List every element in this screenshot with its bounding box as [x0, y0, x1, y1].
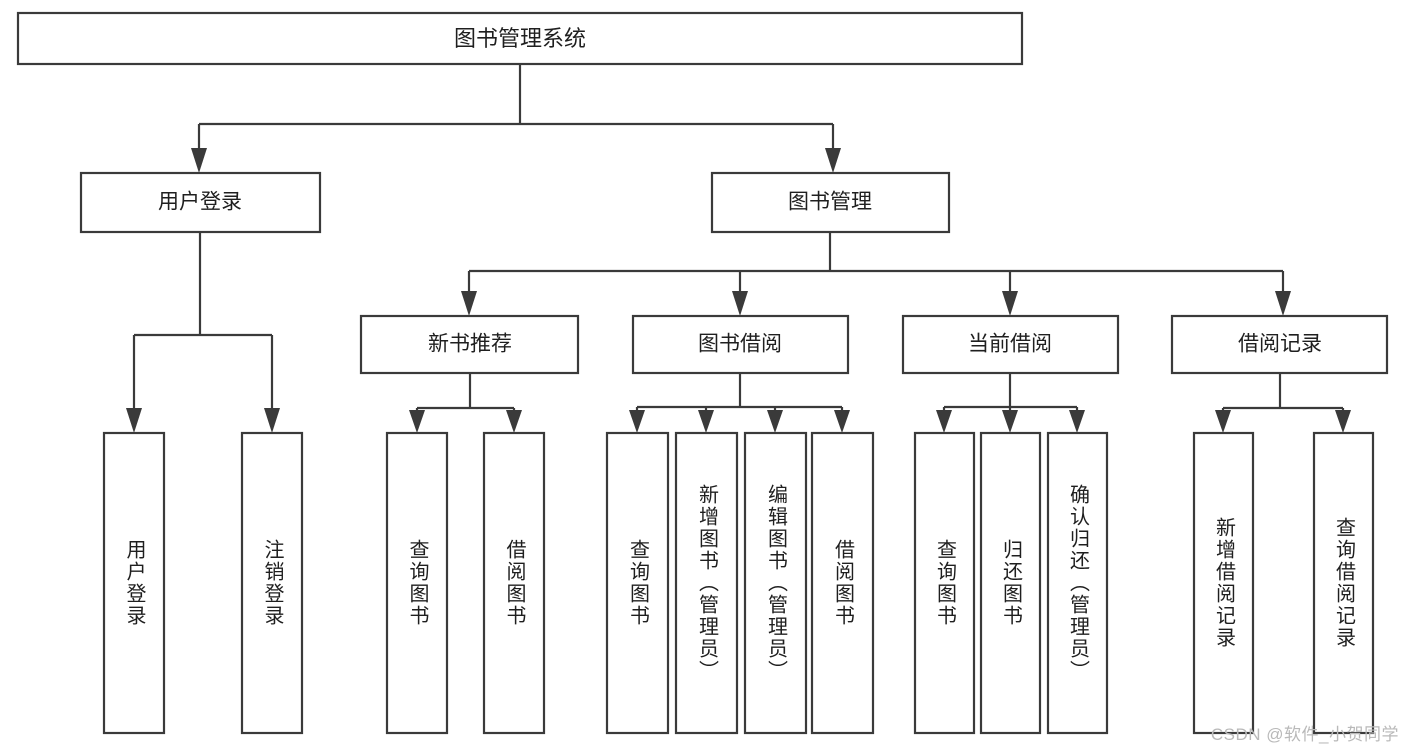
leaf-box-book-borrow-4[interactable]: [810, 431, 875, 735]
connector-current-borrow-to-leaves: [936, 373, 1085, 433]
node-new-book-recommend[interactable]: 新书推荐: [359, 314, 580, 375]
leaf-box-book-borrow-1[interactable]: [605, 431, 670, 735]
connector-new-book-to-leaves: [409, 373, 522, 433]
arrow-head-current-borrow-leaf-2: [1002, 410, 1018, 433]
arrow-head-user-login-leaf-1: [126, 408, 142, 433]
arrow-head-to-borrow-record: [1275, 291, 1291, 316]
node-book-manage-label: 图书管理: [788, 191, 872, 214]
leaf-box-user-login-1[interactable]: [102, 431, 166, 735]
arrow-head-to-new-book: [461, 291, 477, 316]
leaf-box-book-borrow-2[interactable]: [674, 431, 739, 735]
node-new-book-recommend-label: 新书推荐: [428, 333, 512, 356]
arrow-head-new-book-leaf-1: [409, 410, 425, 433]
arrow-head-to-book-manage: [825, 148, 841, 173]
arrow-head-to-book-borrow: [732, 291, 748, 316]
leaf-box-current-borrow-1[interactable]: [913, 431, 976, 735]
node-borrow-record[interactable]: 借阅记录: [1170, 314, 1389, 375]
arrow-head-current-borrow-leaf-3: [1069, 410, 1085, 433]
node-borrow-record-box[interactable]: [1170, 314, 1389, 375]
leaf-box-new-book-1[interactable]: [385, 431, 449, 735]
node-book-borrow-box[interactable]: [631, 314, 850, 375]
arrow-head-to-user-login: [191, 148, 207, 173]
leaf-box-borrow-record-1[interactable]: [1192, 431, 1255, 735]
connector-root-to-level2: [191, 64, 841, 173]
arrow-head-book-borrow-leaf-1: [629, 410, 645, 433]
connector-book-manage-to-level3: [461, 232, 1291, 316]
node-book-borrow-label: 图书借阅: [698, 333, 782, 356]
arrow-head-book-borrow-leaf-2: [698, 410, 714, 433]
arrow-head-borrow-record-leaf-1: [1215, 410, 1231, 433]
node-user-login[interactable]: 用户登录: [79, 171, 322, 234]
node-current-borrow-box[interactable]: [901, 314, 1120, 375]
leaf-box-user-login-2[interactable]: [240, 431, 304, 735]
arrow-head-to-current-borrow: [1002, 291, 1018, 316]
node-book-manage-box[interactable]: [710, 171, 951, 234]
connector-book-borrow-to-leaves: [629, 373, 850, 433]
node-book-manage[interactable]: 图书管理: [710, 171, 951, 234]
node-user-login-label: 用户登录: [158, 191, 242, 214]
arrow-head-current-borrow-leaf-1: [936, 410, 952, 433]
leaf-box-current-borrow-2[interactable]: [979, 431, 1042, 735]
arrow-head-book-borrow-leaf-3: [767, 410, 783, 433]
leaf-box-borrow-record-2[interactable]: [1312, 431, 1375, 735]
arrow-head-user-login-leaf-2: [264, 408, 280, 433]
leaf-box-book-borrow-3[interactable]: [743, 431, 808, 735]
node-current-borrow[interactable]: 当前借阅: [901, 314, 1120, 375]
node-root[interactable]: 图书管理系统: [16, 11, 1024, 66]
arrow-head-book-borrow-leaf-4: [834, 410, 850, 433]
arrow-head-new-book-leaf-2: [506, 410, 522, 433]
leaf-box-current-borrow-3[interactable]: [1046, 431, 1109, 735]
node-borrow-record-label: 借阅记录: [1238, 333, 1322, 356]
node-book-borrow[interactable]: 图书借阅: [631, 314, 850, 375]
node-current-borrow-label: 当前借阅: [968, 333, 1052, 356]
node-root-label: 图书管理系统: [454, 26, 586, 51]
leaf-box-new-book-2[interactable]: [482, 431, 546, 735]
arrow-head-borrow-record-leaf-2: [1335, 410, 1351, 433]
connector-borrow-record-to-leaves: [1215, 373, 1351, 433]
node-root-box[interactable]: [16, 11, 1024, 66]
csdn-watermark: CSDN @软件_小贺同学: [1210, 725, 1399, 744]
connector-user-login-to-leaves: [126, 232, 280, 433]
node-new-book-recommend-box[interactable]: [359, 314, 580, 375]
